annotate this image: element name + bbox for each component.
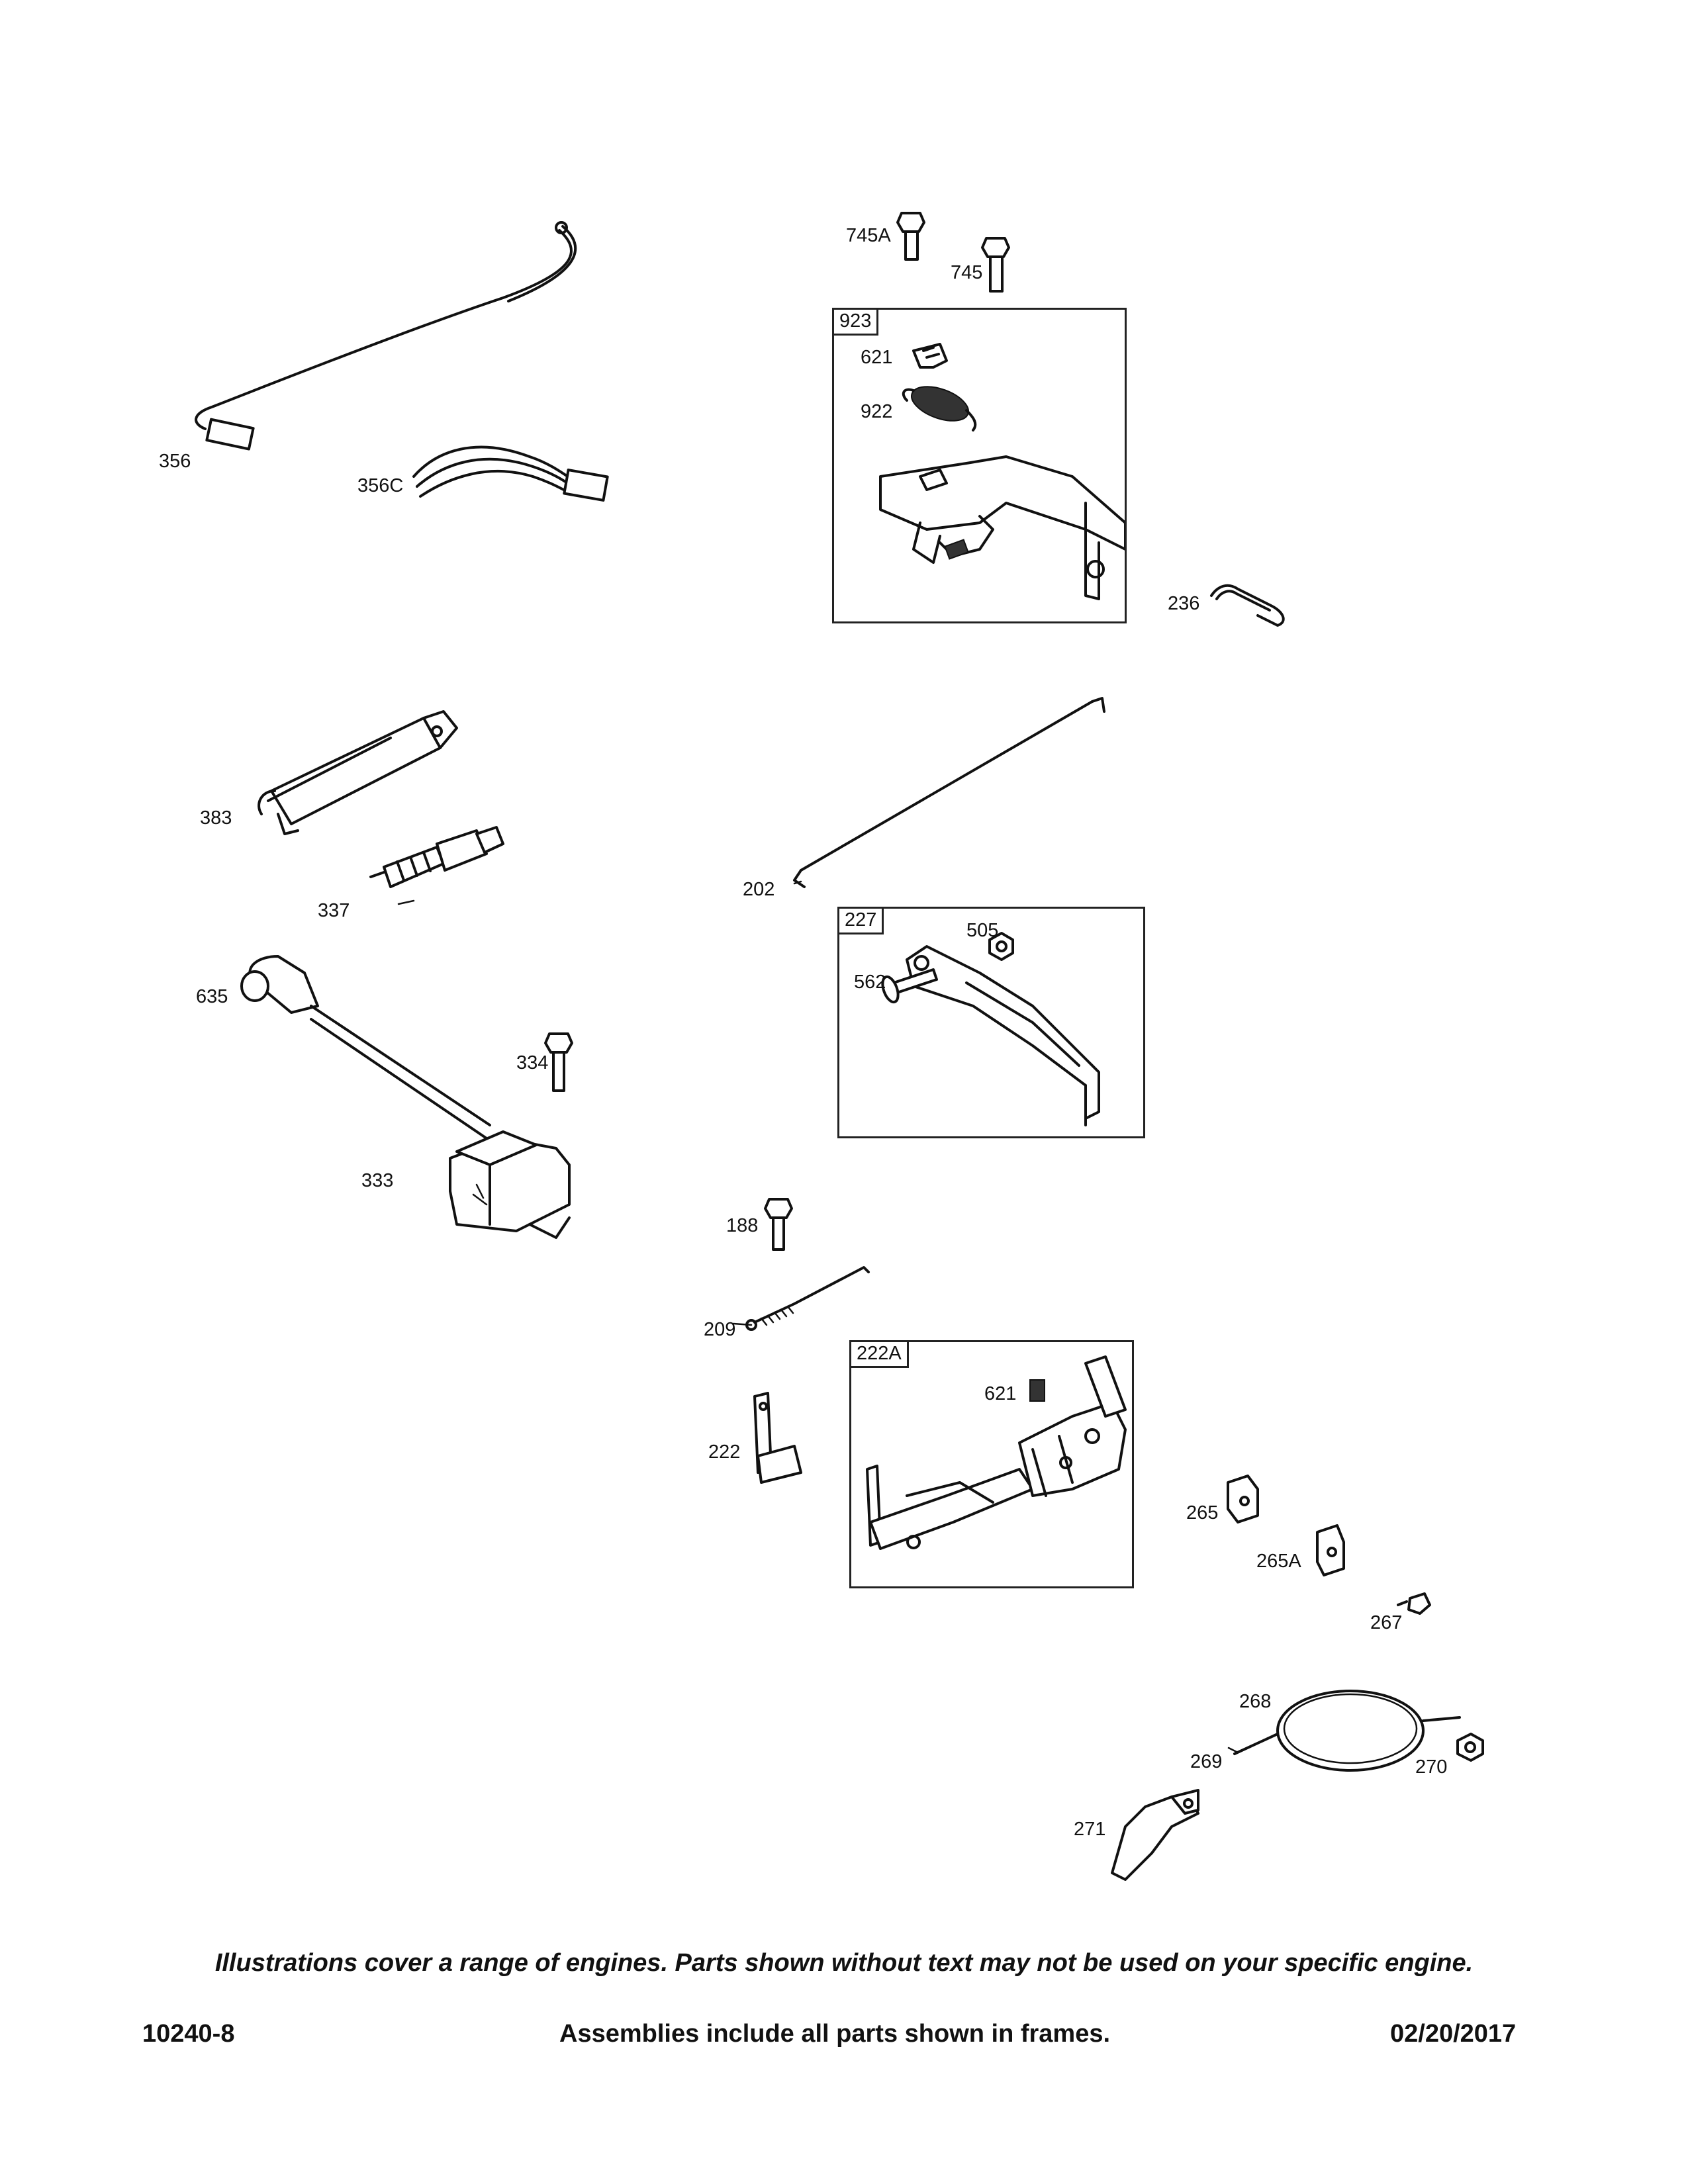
part-745-bolt: [981, 237, 1010, 293]
label-356C: 356C: [357, 475, 404, 496]
part-202-governor-rod: [793, 697, 1105, 888]
footer-doc-id: 10240-8: [142, 2020, 235, 2048]
frame-222A: 222A: [849, 1340, 1134, 1588]
footer-assemblies-note: Assemblies include all parts shown in fr…: [559, 2020, 1111, 2048]
part-923-control-bracket: [879, 343, 1127, 600]
label-270: 270: [1415, 1756, 1448, 1778]
frame-923-tag: 923: [832, 308, 879, 336]
part-356C-wire-harness: [412, 445, 609, 502]
part-265A-clip: [1316, 1524, 1345, 1576]
engine-coverage-notice: Illustrations cover a range of engines. …: [214, 1949, 1474, 1977]
label-269: 269: [1190, 1751, 1223, 1772]
label-268: 268: [1239, 1691, 1272, 1712]
part-188-bolt: [764, 1198, 793, 1251]
label-202: 202: [743, 879, 775, 900]
label-209: 209: [704, 1319, 736, 1340]
part-333-ignition-armature: [240, 955, 571, 1239]
part-267-screw: [1397, 1592, 1431, 1615]
part-356-ground-wire: [195, 221, 577, 451]
label-356: 356: [159, 451, 191, 472]
label-635: 635: [196, 986, 228, 1007]
part-271-throttle-lever: [1111, 1789, 1199, 1881]
label-333: 333: [361, 1170, 394, 1191]
label-745A: 745A: [846, 225, 891, 246]
label-271: 271: [1074, 1819, 1106, 1840]
part-265-clip: [1227, 1475, 1259, 1524]
label-383: 383: [200, 807, 232, 829]
part-268-control-cable: [1233, 1690, 1461, 1772]
label-334: 334: [516, 1052, 549, 1073]
label-922: 922: [861, 401, 893, 422]
leader-lines: [397, 880, 1239, 1754]
frame-227: 227: [837, 907, 1145, 1138]
part-562-pin: [881, 968, 938, 1004]
label-265: 265: [1186, 1502, 1219, 1524]
part-270-nut: [1456, 1733, 1484, 1762]
label-337: 337: [318, 900, 350, 921]
label-745: 745: [951, 262, 983, 283]
label-505: 505: [966, 920, 999, 941]
label-267: 267: [1370, 1612, 1403, 1633]
part-334-screw: [544, 1032, 573, 1092]
frame-227-tag: 227: [837, 907, 884, 934]
label-621-b: 621: [984, 1383, 1017, 1404]
label-562: 562: [854, 972, 886, 993]
label-222: 222: [708, 1441, 741, 1463]
part-209-governor-spring: [745, 1266, 870, 1331]
frame-923: 923: [832, 308, 1127, 623]
part-383-tool: [258, 710, 458, 835]
label-236: 236: [1168, 593, 1200, 614]
footer-date: 02/20/2017: [1390, 2020, 1517, 2048]
part-227-governor-lever: [906, 932, 1100, 1126]
part-222A-control-bracket: [866, 1355, 1127, 1550]
label-188: 188: [726, 1215, 759, 1236]
part-745A-bolt: [896, 212, 925, 261]
part-236-link: [1210, 584, 1285, 627]
frame-222A-tag: 222A: [849, 1340, 909, 1368]
label-621-a: 621: [861, 347, 893, 368]
part-337-spark-plug: [369, 826, 504, 888]
label-265A: 265A: [1256, 1551, 1301, 1572]
part-222-bracket: [753, 1392, 802, 1484]
